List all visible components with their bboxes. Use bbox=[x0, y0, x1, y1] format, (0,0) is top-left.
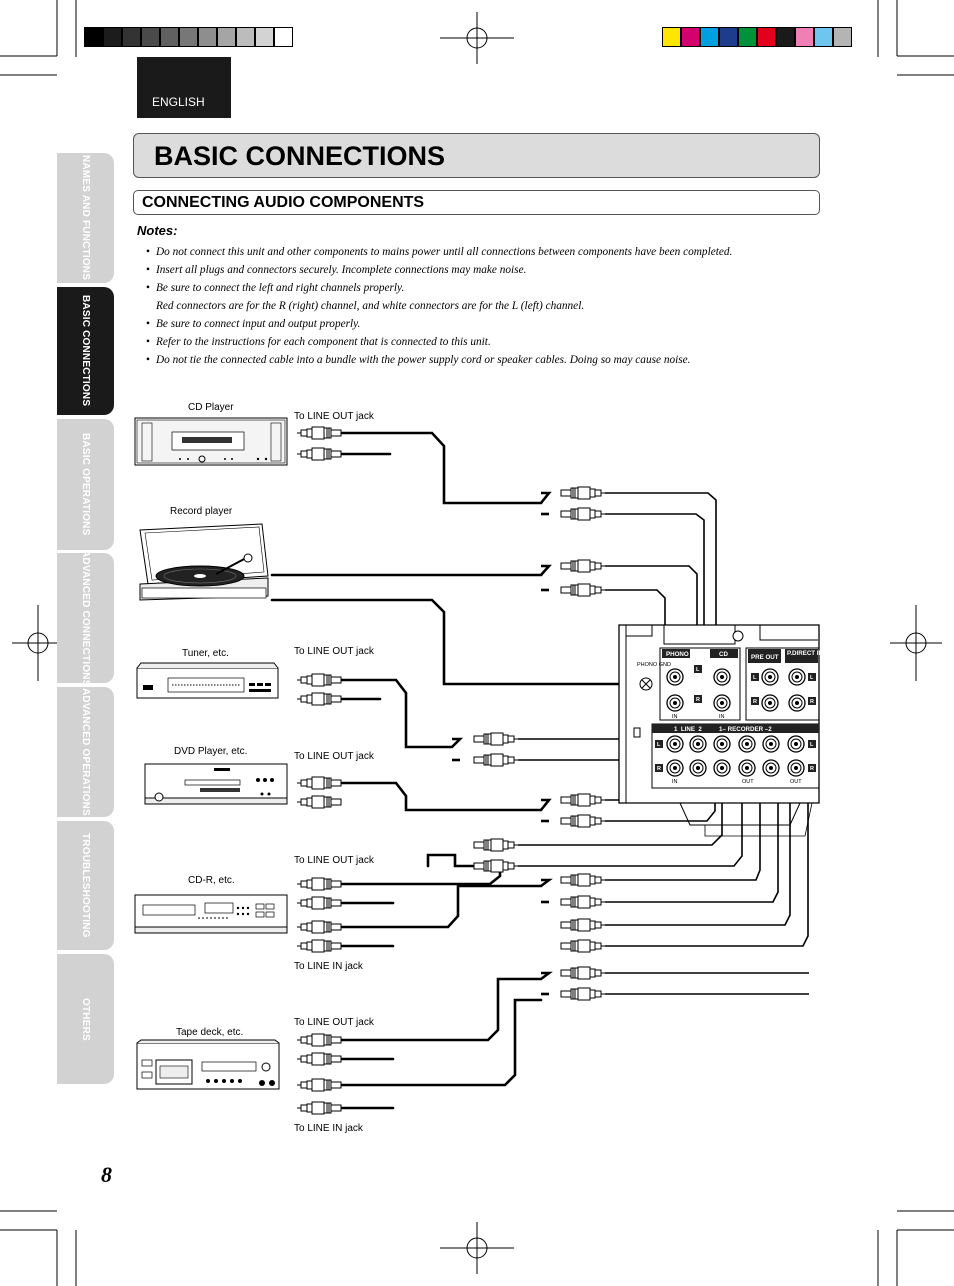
panel-l: L bbox=[810, 675, 814, 681]
color-swatch bbox=[681, 27, 700, 47]
tab-label: OTHERS bbox=[80, 997, 91, 1041]
device-label-dvd: DVD Player, etc. bbox=[174, 746, 248, 757]
panel-r: R bbox=[657, 766, 661, 772]
tab-advanced-operations[interactable]: ADVANCED OPERATIONS bbox=[57, 687, 114, 817]
color-swatch bbox=[179, 27, 198, 47]
panel-in: IN bbox=[672, 779, 678, 785]
device-label-cd: CD Player bbox=[188, 402, 234, 413]
color-swatch bbox=[757, 27, 776, 47]
receiver-rear-panel bbox=[618, 624, 820, 837]
panel-label-pre-out: PRE OUT bbox=[751, 654, 779, 661]
tab-label: TROUBLESHOOTING bbox=[80, 833, 91, 938]
tab-basic-connections[interactable]: BASIC CONNECTIONS bbox=[57, 287, 114, 415]
cd-player-illustration bbox=[134, 417, 288, 466]
tab-label: BASIC CONNECTIONS bbox=[80, 295, 91, 407]
panel-label-phono-gnd: PHONO GND bbox=[637, 662, 671, 668]
color-swatch bbox=[700, 27, 719, 47]
panel-r: R bbox=[696, 697, 700, 703]
panel-label-line: 1 LINE 2 1– RECORDER –2 bbox=[674, 726, 772, 733]
tape-deck-illustration bbox=[136, 1039, 280, 1090]
device-label-record: Record player bbox=[170, 506, 233, 517]
cd-r-illustration bbox=[134, 894, 288, 934]
panel-label-pdirect: P.DIRECT IN bbox=[787, 650, 824, 657]
color-swatch bbox=[795, 27, 814, 47]
color-swatch bbox=[103, 27, 122, 47]
color-swatch bbox=[217, 27, 236, 47]
section-title: CONNECTING AUDIO COMPONENTS bbox=[142, 194, 425, 211]
color-swatch bbox=[274, 27, 293, 47]
panel-r: R bbox=[753, 699, 757, 705]
color-swatch bbox=[160, 27, 179, 47]
panel-r: R bbox=[810, 766, 814, 772]
color-swatch bbox=[198, 27, 217, 47]
language-tab: ENGLISH bbox=[137, 57, 231, 118]
tab-names-and-functions[interactable]: NAMES AND FUNCTIONS bbox=[57, 153, 114, 283]
note-item: Red connectors are for the R (right) cha… bbox=[156, 300, 585, 312]
panel-in: IN bbox=[672, 714, 678, 720]
notes-heading: Notes: bbox=[137, 223, 178, 238]
color-swatch bbox=[776, 27, 795, 47]
color-swatch bbox=[141, 27, 160, 47]
tab-troubleshooting[interactable]: TROUBLESHOOTING bbox=[57, 821, 114, 950]
page-title: BASIC CONNECTIONS bbox=[154, 141, 446, 171]
color-swatch bbox=[814, 27, 833, 47]
device-label-cdr: CD-R, etc. bbox=[188, 875, 235, 886]
note-item: •Refer to the instructions for each comp… bbox=[146, 336, 491, 348]
tuner-illustration bbox=[136, 662, 279, 699]
jack-label: To LINE OUT jack bbox=[294, 411, 374, 422]
panel-out: OUT bbox=[742, 779, 754, 785]
tab-label: ADVANCED CONNECTIONS bbox=[80, 549, 91, 687]
note-item: •Insert all plugs and connectors securel… bbox=[146, 264, 527, 276]
device-label-tuner: Tuner, etc. bbox=[182, 648, 229, 659]
record-player-illustration bbox=[139, 523, 269, 601]
color-swatch bbox=[236, 27, 255, 47]
tab-others[interactable]: OTHERS bbox=[57, 954, 114, 1084]
panel-out: OUT bbox=[790, 779, 802, 785]
tab-label: BASIC OPERATIONS bbox=[80, 433, 91, 536]
color-swatch bbox=[122, 27, 141, 47]
note-item: •Do not tie the connected cable into a b… bbox=[146, 354, 691, 366]
page-number: 8 bbox=[101, 1162, 112, 1187]
tab-label: NAMES AND FUNCTIONS bbox=[80, 155, 91, 281]
jack-label: To LINE OUT jack bbox=[294, 1017, 374, 1028]
color-swatch bbox=[255, 27, 274, 47]
page-title-bar: BASIC CONNECTIONS bbox=[133, 133, 820, 178]
note-item: •Do not connect this unit and other comp… bbox=[146, 246, 733, 258]
section-title-bar: CONNECTING AUDIO COMPONENTS bbox=[133, 190, 820, 215]
panel-in: IN bbox=[719, 714, 725, 720]
tab-label: ADVANCED OPERATIONS bbox=[80, 688, 91, 816]
jack-label: To LINE IN jack bbox=[294, 1123, 363, 1134]
jack-label: To LINE OUT jack bbox=[294, 855, 374, 866]
panel-l: L bbox=[657, 742, 661, 748]
panel-l: L bbox=[810, 742, 814, 748]
color-swatch bbox=[833, 27, 852, 47]
panel-label-cd: CD bbox=[719, 651, 728, 658]
panel-label-phono: PHONO bbox=[666, 651, 689, 658]
panel-l: L bbox=[753, 675, 757, 681]
color-swatch bbox=[738, 27, 757, 47]
note-item: •Be sure to connect input and output pro… bbox=[146, 318, 361, 330]
panel-r: R bbox=[810, 699, 814, 705]
color-swatch bbox=[719, 27, 738, 47]
device-label-tape: Tape deck, etc. bbox=[176, 1027, 244, 1038]
jack-label: To LINE IN jack bbox=[294, 961, 363, 972]
tab-basic-operations[interactable]: BASIC OPERATIONS bbox=[57, 419, 114, 550]
color-swatch bbox=[84, 27, 103, 47]
dvd-player-illustration bbox=[144, 763, 288, 805]
panel-l: L bbox=[696, 667, 700, 673]
language-label: ENGLISH bbox=[152, 95, 205, 109]
jack-label: To LINE OUT jack bbox=[294, 751, 374, 762]
tab-advanced-connections[interactable]: ADVANCED CONNECTIONS bbox=[57, 550, 114, 686]
jack-label: To LINE OUT jack bbox=[294, 646, 374, 657]
rca-plugs bbox=[297, 427, 606, 1114]
note-item: •Be sure to connect the left and right c… bbox=[146, 282, 405, 294]
color-swatch bbox=[662, 27, 681, 47]
